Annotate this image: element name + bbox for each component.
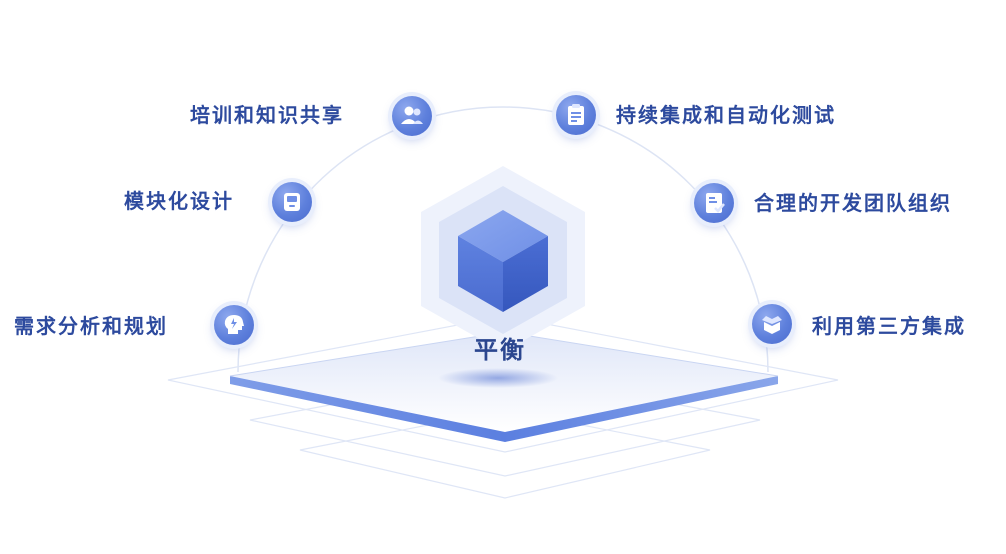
box-icon — [762, 316, 782, 334]
item-label-thirdparty: 利用第三方集成 — [812, 314, 966, 338]
item-node-thirdparty — [752, 304, 792, 344]
module-icon — [284, 193, 300, 211]
item-label-ci: 持续集成和自动化测试 — [616, 103, 836, 127]
users-icon — [401, 106, 423, 124]
item-node-team — [694, 183, 734, 223]
item-label-team: 合理的开发团队组织 — [754, 191, 952, 215]
head-idea-icon — [224, 315, 244, 334]
clipboard-icon — [568, 104, 584, 125]
cube-icon — [458, 210, 548, 312]
item-label-modular: 模块化设计 — [124, 189, 234, 213]
item-node-modular — [272, 182, 312, 222]
item-node-requirements — [214, 305, 254, 345]
item-node-ci — [556, 95, 596, 135]
item-label-requirements: 需求分析和规划 — [14, 314, 168, 338]
item-label-training: 培训和知识共享 — [190, 103, 344, 127]
center-label: 平衡 — [474, 336, 526, 364]
checklist-icon — [706, 193, 725, 213]
orbit-arc — [237, 106, 769, 373]
item-node-training — [392, 96, 432, 136]
cube-shadow — [438, 368, 558, 388]
